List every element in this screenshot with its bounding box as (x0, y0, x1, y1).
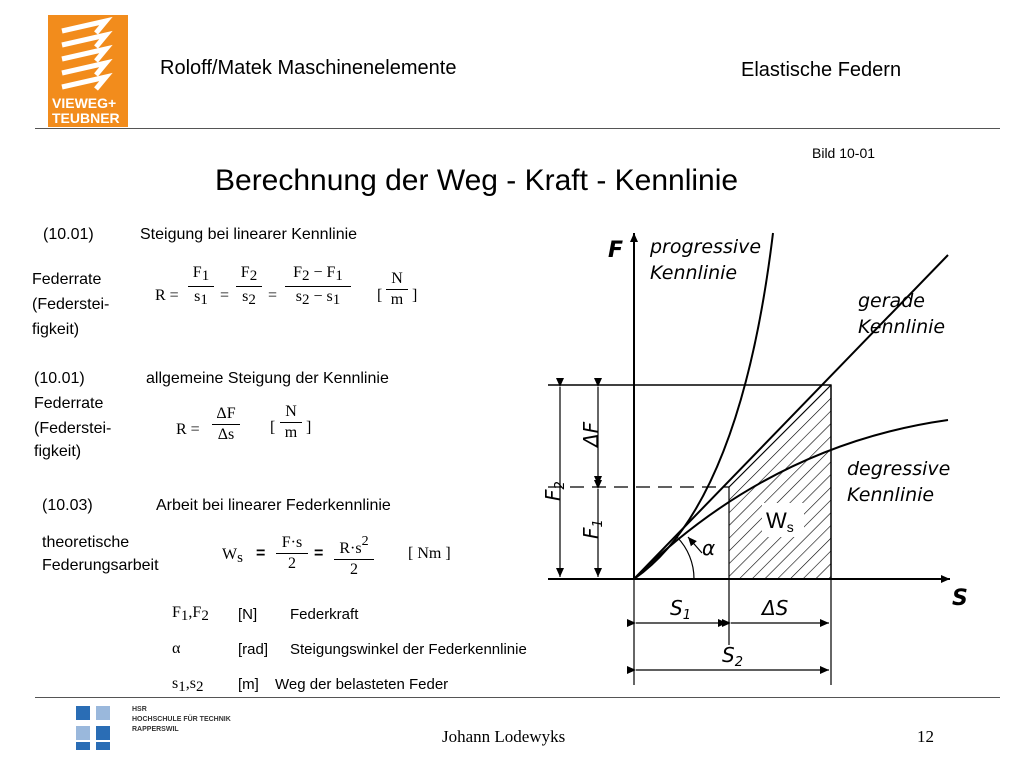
unit-fraction-2: N m (280, 403, 302, 442)
fraction-rs2-2: R·s2 2 (334, 534, 374, 579)
page-title: Berechnung der Weg - Kraft - Kennlinie (215, 164, 739, 197)
equals-3b: = (314, 545, 324, 562)
eq-number-2: (10.01) (34, 370, 85, 387)
progressive-curve (633, 232, 774, 580)
alpha-pointer (687, 536, 703, 554)
fraction-f2-s2: F2 s2 (236, 264, 262, 309)
page-number: 12 (917, 727, 934, 746)
f2-label: F2 (541, 481, 568, 501)
spring-characteristic-diagram: F S progressive Kennlinie gerade Kennlin… (541, 232, 968, 685)
eq-number-1: (10.01) (43, 226, 94, 243)
legend-desc-travel: Weg der belasteten Feder (275, 676, 449, 693)
legend-unit-travel: [m] (238, 676, 259, 693)
f-axis-label: F (608, 238, 623, 263)
legend-desc-force: Federkraft (290, 606, 359, 623)
unit-open-1: [ (377, 287, 383, 304)
s2-label: S2 (722, 643, 743, 670)
logo-text-1: VIEWEG+ (52, 95, 117, 111)
alpha-label: α (702, 536, 715, 560)
degressive-label-1: degressive (847, 458, 950, 480)
equals-3a: = (256, 545, 266, 562)
legend-row-force: F1,F2 (172, 604, 209, 624)
label-federsteifigkeit-2b: figkeit) (34, 443, 82, 460)
df-label: ΔF (579, 421, 603, 449)
formula-r-1: R = (155, 287, 179, 304)
formula-ws: Ws (222, 546, 243, 566)
label-theoretische: theoretische (42, 534, 130, 551)
label-federsteifigkeit-1a: (Federstei- (32, 296, 110, 313)
fraction-df-ds: ΔF Δs (212, 405, 240, 444)
gerade-label-1: gerade (858, 290, 925, 312)
alpha-arc (676, 536, 695, 580)
book-title: Roloff/Matek Maschinenelemente (160, 57, 457, 79)
work-area-hatch (728, 383, 832, 580)
figure-ref: Bild 10-01 (812, 145, 876, 161)
publisher-logo: VIEWEG+ TEUBNER (48, 15, 128, 127)
gerade-label-2: Kennlinie (858, 316, 945, 338)
legend-unit-force: [N] (238, 606, 258, 623)
label-federsteifigkeit-1b: figkeit) (32, 321, 80, 338)
ds-label: ΔS (760, 596, 789, 620)
footer-rule (35, 697, 1000, 698)
ws-label: Ws (762, 503, 804, 537)
linear-curve (633, 254, 949, 580)
hsr-name-2: HOCHSCHULE FÜR TECHNIK (132, 716, 231, 723)
degressive-label-2: Kennlinie (847, 484, 934, 506)
hsr-name-3: RAPPERSWIL (132, 726, 179, 733)
unit-close-2: ] (306, 419, 312, 436)
unit-close-1: ] (412, 287, 418, 304)
fraction-f1-s1: F1 s1 (188, 264, 214, 309)
legend-row-travel: s1,s2 (172, 675, 204, 695)
footer-author: Johann Lodewyks (442, 727, 566, 746)
legend-desc-alpha: Steigungswinkel der Federkennlinie (290, 641, 527, 658)
svg-text:Ws: Ws (766, 508, 794, 535)
legend-row-alpha: α (172, 640, 181, 657)
eq-number-3: (10.03) (42, 497, 93, 514)
label-federungsarbeit: Federungsarbeit (42, 557, 159, 574)
formula-r-2: R = (176, 421, 200, 438)
fraction-fs-2: F·s 2 (276, 534, 308, 573)
legend-unit-alpha: [rad] (238, 641, 269, 658)
f1-label: F1 (579, 519, 606, 539)
section1-heading: Steigung bei linearer Kennlinie (140, 226, 358, 243)
hsr-name-1: HSR (132, 706, 147, 713)
unit-open-2: [ (270, 419, 276, 436)
equals-1a: = (220, 287, 230, 304)
label-federrate-1: Federrate (32, 271, 102, 288)
fraction-delta: F2 − F1 s2 − s1 (285, 264, 351, 309)
section2-heading: allgemeine Steigung der Kennlinie (146, 370, 389, 387)
label-federsteifigkeit-2a: (Federstei- (34, 420, 112, 437)
equals-1b: = (268, 287, 278, 304)
logo-text-2: TEUBNER (52, 110, 120, 126)
section3-heading: Arbeit bei linearer Federkennlinie (156, 497, 391, 514)
label-federrate-2: Federrate (34, 395, 104, 412)
chapter-title: Elastische Federn (741, 59, 902, 81)
logo-arrows-icon (61, 16, 113, 91)
unit-fraction-1: N m (386, 270, 408, 309)
header-rule (35, 128, 1000, 129)
s-axis-label: S (952, 586, 968, 611)
hsr-logo (76, 706, 124, 750)
degressive-curve (633, 419, 949, 580)
unit-nm: [ Nm ] (408, 545, 451, 562)
progressive-label-2: Kennlinie (650, 262, 737, 284)
progressive-label-1: progressive (649, 236, 761, 258)
s1-label: S1 (670, 596, 691, 623)
